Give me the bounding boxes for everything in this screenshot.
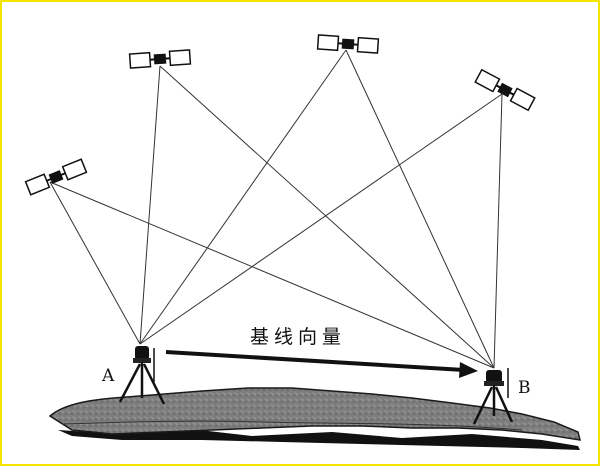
terrain-surface: [48, 387, 582, 441]
signal-line-sat4-b: [493, 93, 503, 369]
signal-line-sat2-b: [159, 65, 495, 369]
signal-line-sat4-a: [139, 93, 503, 345]
terrain-shadow: [58, 428, 580, 450]
receiver-b-label: B: [518, 378, 531, 398]
signal-line-sat1-b: [49, 181, 495, 369]
satellite-icon: [128, 49, 192, 69]
signal-line-sat3-a: [139, 49, 347, 345]
satellite-icon: [316, 34, 380, 54]
signal-line-sat1-a: [49, 181, 141, 345]
baseline-vector-label: 基线向量: [250, 326, 347, 348]
terrain-ridge: [61, 420, 523, 431]
signal-line-sat3-b: [345, 49, 495, 369]
satellite-icon: [24, 158, 88, 196]
arrow-icon: [165, 350, 478, 378]
terrain: [48, 387, 582, 450]
satellite-icon: [474, 68, 536, 112]
receiver-a-label: A: [102, 366, 115, 386]
tripod-receiver-icon: [472, 368, 514, 425]
signal-lines: [49, 49, 503, 369]
tripod-receiver-icon: [118, 346, 166, 405]
signal-line-sat2-a: [139, 65, 161, 345]
